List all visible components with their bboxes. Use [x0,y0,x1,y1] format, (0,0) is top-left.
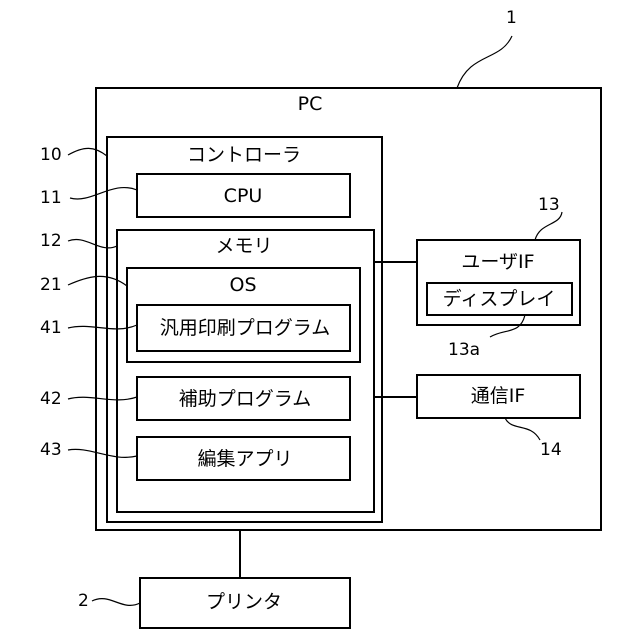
os-ref: 21 [40,275,62,295]
os-label: OS [229,274,256,296]
memory-label: メモリ [215,235,272,257]
pc-label: PC [298,93,323,115]
controller-ref: 10 [40,145,62,165]
auxiliary-program-ref: 42 [40,389,62,409]
printer-leader-line [92,599,140,606]
user-if-ref: 13 [538,195,560,215]
pc-ref: 1 [506,8,517,28]
printer-ref: 2 [78,591,89,611]
cpu-label: CPU [224,185,263,207]
auxiliary-program-label: 補助プログラム [179,388,311,410]
display-label: ディスプレイ [443,288,556,310]
memory-ref: 12 [40,231,62,251]
generic-print-program-label: 汎用印刷プログラム [160,317,330,339]
cpu-ref: 11 [40,188,62,208]
comm-if-label: 通信IF [471,385,526,407]
controller-label: コントローラ [187,144,301,166]
generic-print-program-ref: 41 [40,318,62,338]
user-if-label: ユーザIF [461,251,534,273]
comm-if-ref: 14 [540,440,562,460]
editing-app-label: 編集アプリ [197,448,292,470]
pc-leader-line [457,36,512,88]
editing-app-ref: 43 [40,440,62,460]
display-ref: 13a [448,340,480,360]
printer-label: プリンタ [206,591,282,613]
